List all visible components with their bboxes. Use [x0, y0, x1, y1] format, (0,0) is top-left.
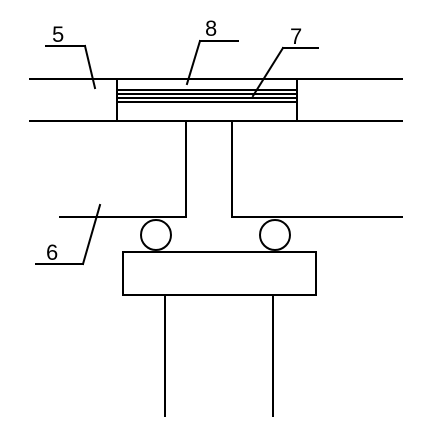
base-block	[122, 251, 317, 296]
leader-7-pointer	[251, 46, 285, 98]
roller-left	[140, 219, 172, 251]
leader-8-pointer	[185, 39, 202, 86]
embedded-block	[116, 78, 298, 122]
label-part-8: 8	[205, 16, 217, 41]
roller-right	[259, 219, 291, 251]
label-part-6: 6	[46, 240, 58, 265]
leader-6-pointer	[81, 203, 102, 266]
leader-5-pointer	[83, 44, 97, 90]
label-part-5: 5	[52, 22, 64, 47]
label-part-7: 7	[290, 24, 302, 49]
